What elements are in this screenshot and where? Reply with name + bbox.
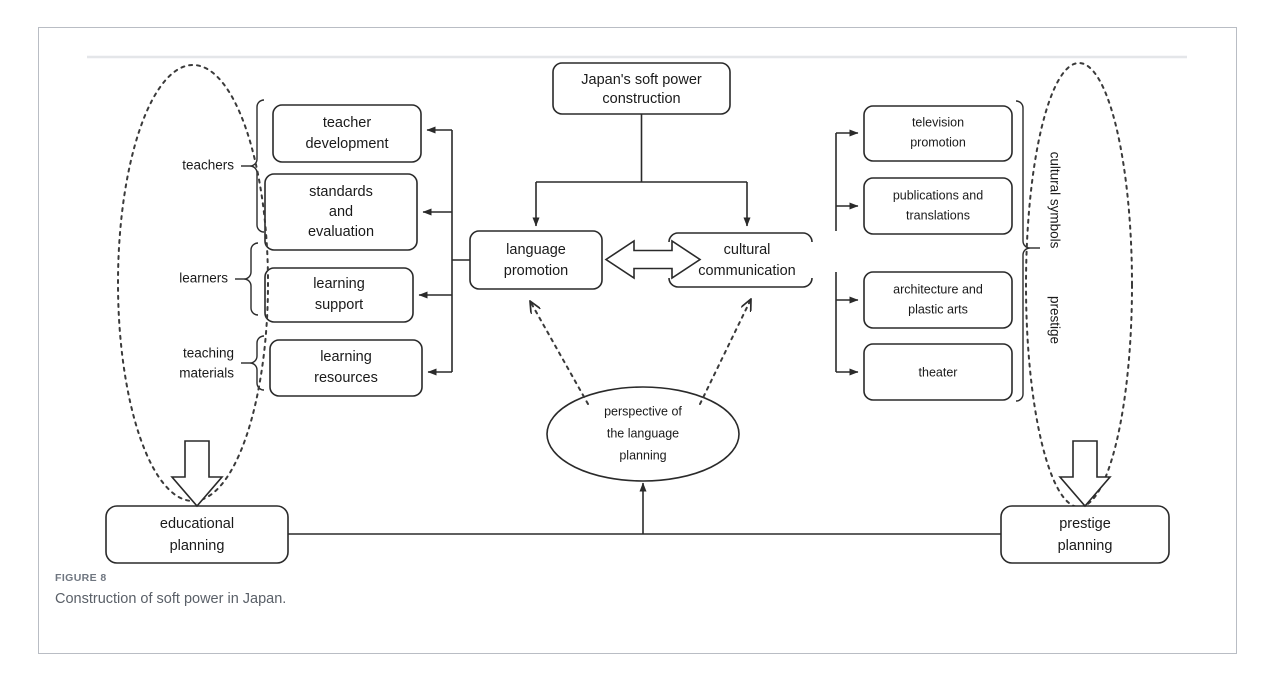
bidirectional-arrow-icon	[604, 239, 702, 280]
prestige-planning-label-line1: prestige	[1059, 516, 1111, 532]
learning-support-label-line1: learning	[313, 276, 365, 292]
figure-caption: FIGURE 8 Construction of soft power in J…	[55, 572, 955, 607]
culture-node-theater: theater	[863, 343, 1013, 401]
culture-group-label-cultural-symbols: cultural symbols	[1047, 152, 1062, 249]
teacher-development-label-line2: development	[305, 136, 388, 152]
culture-node-television-promotion: television promotion	[863, 105, 1013, 162]
figure-number: FIGURE 8	[55, 572, 107, 584]
education-node-standards-and-evaluation: standards and evaluation	[264, 173, 418, 251]
education-node-teacher-development: teacher development	[272, 104, 422, 163]
language-promotion-box	[469, 230, 603, 290]
educational-planning-box	[105, 505, 289, 564]
learning-resources-label-line1: learning	[320, 349, 372, 365]
publications-translations-label-line1: publications and	[893, 188, 983, 202]
education-group-label-teachers: teachers	[182, 158, 234, 173]
node-prestige-planning: prestige planning	[1000, 505, 1170, 564]
node-japan-soft-power-construction: Japan's soft power construction	[552, 62, 731, 115]
theater-box	[863, 343, 1013, 401]
educational-planning-label-line1: educational	[160, 516, 234, 532]
language-promotion-label-line2: promotion	[504, 263, 568, 279]
education-group-label-materials: materials	[179, 366, 234, 381]
cultural-communication-label-line2: communication	[698, 263, 796, 279]
teacher-development-label-line1: teacher	[323, 115, 372, 131]
education-group-brackets	[235, 99, 265, 391]
architecture-plastic-arts-label-line2: plastic arts	[908, 302, 968, 316]
publications-translations-label-line2: translations	[906, 208, 970, 222]
root-node-label-line1: Japan's soft power	[581, 72, 702, 88]
culture-dashed-ellipse	[1025, 62, 1133, 508]
education-group-label-learners: learners	[179, 271, 228, 286]
culture-group-label-prestige: prestige	[1047, 296, 1062, 344]
prestige-planning-box	[1000, 505, 1170, 564]
television-promotion-label-line1: television	[912, 115, 964, 129]
language-promotion-label-line1: language	[506, 242, 566, 258]
educational-planning-label-line2: planning	[170, 538, 225, 554]
node-perspective-of-language-planning: perspective of the language planning	[546, 386, 740, 482]
education-node-learning-support: learning support	[264, 267, 414, 323]
node-cultural-communication: cultural communication	[668, 232, 813, 288]
prestige-planning-label-line2: planning	[1058, 538, 1113, 554]
architecture-plastic-arts-label-line1: architecture and	[893, 282, 983, 296]
standards-evaluation-box	[264, 173, 418, 251]
architecture-plastic-arts-box	[863, 271, 1013, 329]
perspective-label-line3: planning	[619, 448, 666, 462]
learning-resources-label-line2: resources	[314, 370, 378, 386]
block-arrow-to-educational-planning	[170, 440, 224, 508]
perspective-label-line2: the language	[607, 426, 679, 440]
standards-evaluation-label-line2: and	[329, 204, 353, 220]
figure-caption-text: Construction of soft power in Japan.	[55, 591, 287, 607]
learning-support-label-line2: support	[315, 297, 363, 313]
standards-evaluation-label-line1: standards	[309, 184, 373, 200]
learning-support-box	[264, 267, 414, 323]
node-educational-planning: educational planning	[105, 505, 289, 564]
theater-label: theater	[919, 365, 958, 379]
root-node-label-line2: construction	[602, 91, 680, 107]
teacher-development-box	[272, 104, 422, 163]
culture-group-bracket	[1015, 100, 1040, 402]
television-promotion-box	[863, 105, 1013, 162]
education-group-label-teaching: teaching	[183, 346, 234, 361]
publications-translations-box	[863, 177, 1013, 235]
standards-evaluation-label-line3: evaluation	[308, 224, 374, 240]
connector-perspective-to-language	[530, 301, 589, 405]
television-promotion-label-line2: promotion	[910, 135, 966, 149]
perspective-label-line1: perspective of	[604, 404, 682, 418]
cultural-communication-box	[668, 232, 813, 288]
education-node-learning-resources: learning resources	[269, 339, 423, 397]
node-language-promotion: language promotion	[469, 230, 603, 290]
culture-node-architecture-plastic-arts: architecture and plastic arts	[863, 271, 1013, 329]
block-arrow-to-prestige-planning	[1058, 440, 1112, 508]
learning-resources-box	[269, 339, 423, 397]
connector-perspective-to-culture	[699, 299, 752, 405]
cultural-communication-label-line1: cultural	[724, 242, 771, 258]
perspective-ellipse	[546, 386, 740, 482]
culture-node-publications-translations: publications and translations	[863, 177, 1013, 235]
